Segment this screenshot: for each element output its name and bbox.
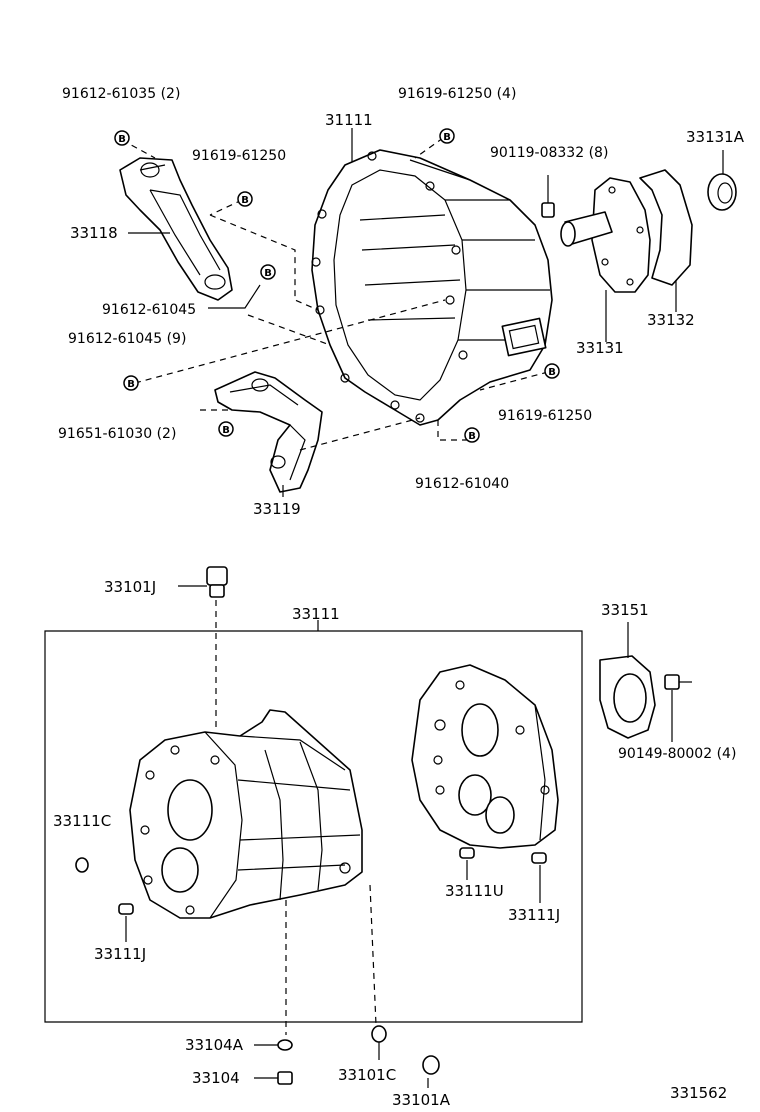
- breather-33101a[interactable]: [422, 1055, 440, 1088]
- label-91612-61045: 91612-61045: [102, 302, 196, 318]
- bearing-retainer-33131[interactable]: [560, 177, 651, 293]
- bolt-marker-b2: B: [439, 128, 455, 144]
- bolt-90119-08332[interactable]: [541, 175, 555, 218]
- bracket-33119[interactable]: [214, 371, 323, 493]
- bolt-90149-80002[interactable]: [664, 674, 692, 742]
- oil-seal-33131a[interactable]: [707, 173, 737, 211]
- bracket-33118[interactable]: [119, 157, 233, 301]
- clutch-housing-31111[interactable]: [311, 149, 553, 426]
- bolt-marker-b1: B: [114, 130, 130, 146]
- dowel-pin-33111j-left[interactable]: [118, 903, 134, 942]
- svg-text:B: B: [222, 425, 230, 436]
- label-33111j-left: 33111J: [94, 945, 146, 963]
- bolt-marker-b4: B: [260, 264, 276, 280]
- label-33131a: 33131A: [686, 128, 745, 146]
- svg-text:B: B: [127, 379, 135, 390]
- label-91612-61040: 91612-61040: [415, 476, 509, 492]
- label-33119: 33119: [253, 500, 301, 518]
- gasket-33104a[interactable]: [254, 1039, 293, 1051]
- label-33131: 33131: [576, 339, 624, 357]
- label-91612-61045-9: 91612-61045 (9): [68, 331, 186, 347]
- label-33111c: 33111C: [53, 812, 111, 830]
- label-91619-61250-4: 91619-61250 (4): [398, 86, 516, 102]
- label-33101j: 33101J: [104, 578, 156, 596]
- label-33118: 33118: [70, 224, 118, 242]
- gasket-33132[interactable]: [639, 169, 693, 286]
- label-91651-61030-2: 91651-61030 (2): [58, 426, 176, 442]
- plug-33101c[interactable]: [371, 1025, 387, 1060]
- dowel-pin-33111u[interactable]: [459, 847, 475, 880]
- label-91619-61250-b: 91619-61250: [498, 408, 592, 424]
- extension-housing-plate[interactable]: [411, 664, 559, 849]
- label-31111: 31111: [325, 111, 373, 129]
- assembly-frame: [44, 630, 583, 1023]
- label-91612-61035-2: 91612-61035 (2): [62, 86, 180, 102]
- bolt-marker-b5: B: [123, 375, 139, 391]
- upper-leader-lines: [128, 128, 724, 497]
- label-91619-61250-a: 91619-61250: [192, 148, 286, 164]
- label-33101c: 33101C: [338, 1066, 396, 1084]
- label-33111: 33111: [292, 605, 340, 623]
- label-33101a: 33101A: [392, 1091, 451, 1109]
- figure-number: 331562: [670, 1084, 727, 1102]
- svg-text:B: B: [241, 195, 249, 206]
- svg-text:B: B: [443, 132, 451, 143]
- dowel-pin-33111j-right[interactable]: [531, 852, 547, 903]
- upper-guide-lines: [121, 137, 549, 451]
- svg-text:B: B: [548, 367, 556, 378]
- label-33111u: 33111U: [445, 882, 504, 900]
- svg-text:B: B: [264, 268, 272, 279]
- transmission-case-33111[interactable]: [129, 709, 363, 919]
- bolt-marker-b7: B: [544, 363, 560, 379]
- sensor-33101j[interactable]: [178, 566, 228, 730]
- label-33104: 33104: [192, 1069, 240, 1087]
- bearing-retainer-33151[interactable]: [599, 622, 656, 739]
- label-33104a: 33104A: [185, 1036, 244, 1054]
- label-33132: 33132: [647, 311, 695, 329]
- label-90119-08332-8: 90119-08332 (8): [490, 145, 608, 161]
- bolt-marker-b6: B: [218, 421, 234, 437]
- label-90149-80002-4: 90149-80002 (4): [618, 746, 736, 762]
- plug-33111c[interactable]: [75, 857, 89, 873]
- drain-plug-33104[interactable]: [254, 1071, 293, 1085]
- bolt-marker-b8: B: [464, 427, 480, 443]
- label-33151: 33151: [601, 601, 649, 619]
- bolt-marker-b3: B: [237, 191, 253, 207]
- svg-text:B: B: [118, 134, 126, 145]
- svg-text:B: B: [468, 431, 476, 442]
- label-33111j-right: 33111J: [508, 906, 560, 924]
